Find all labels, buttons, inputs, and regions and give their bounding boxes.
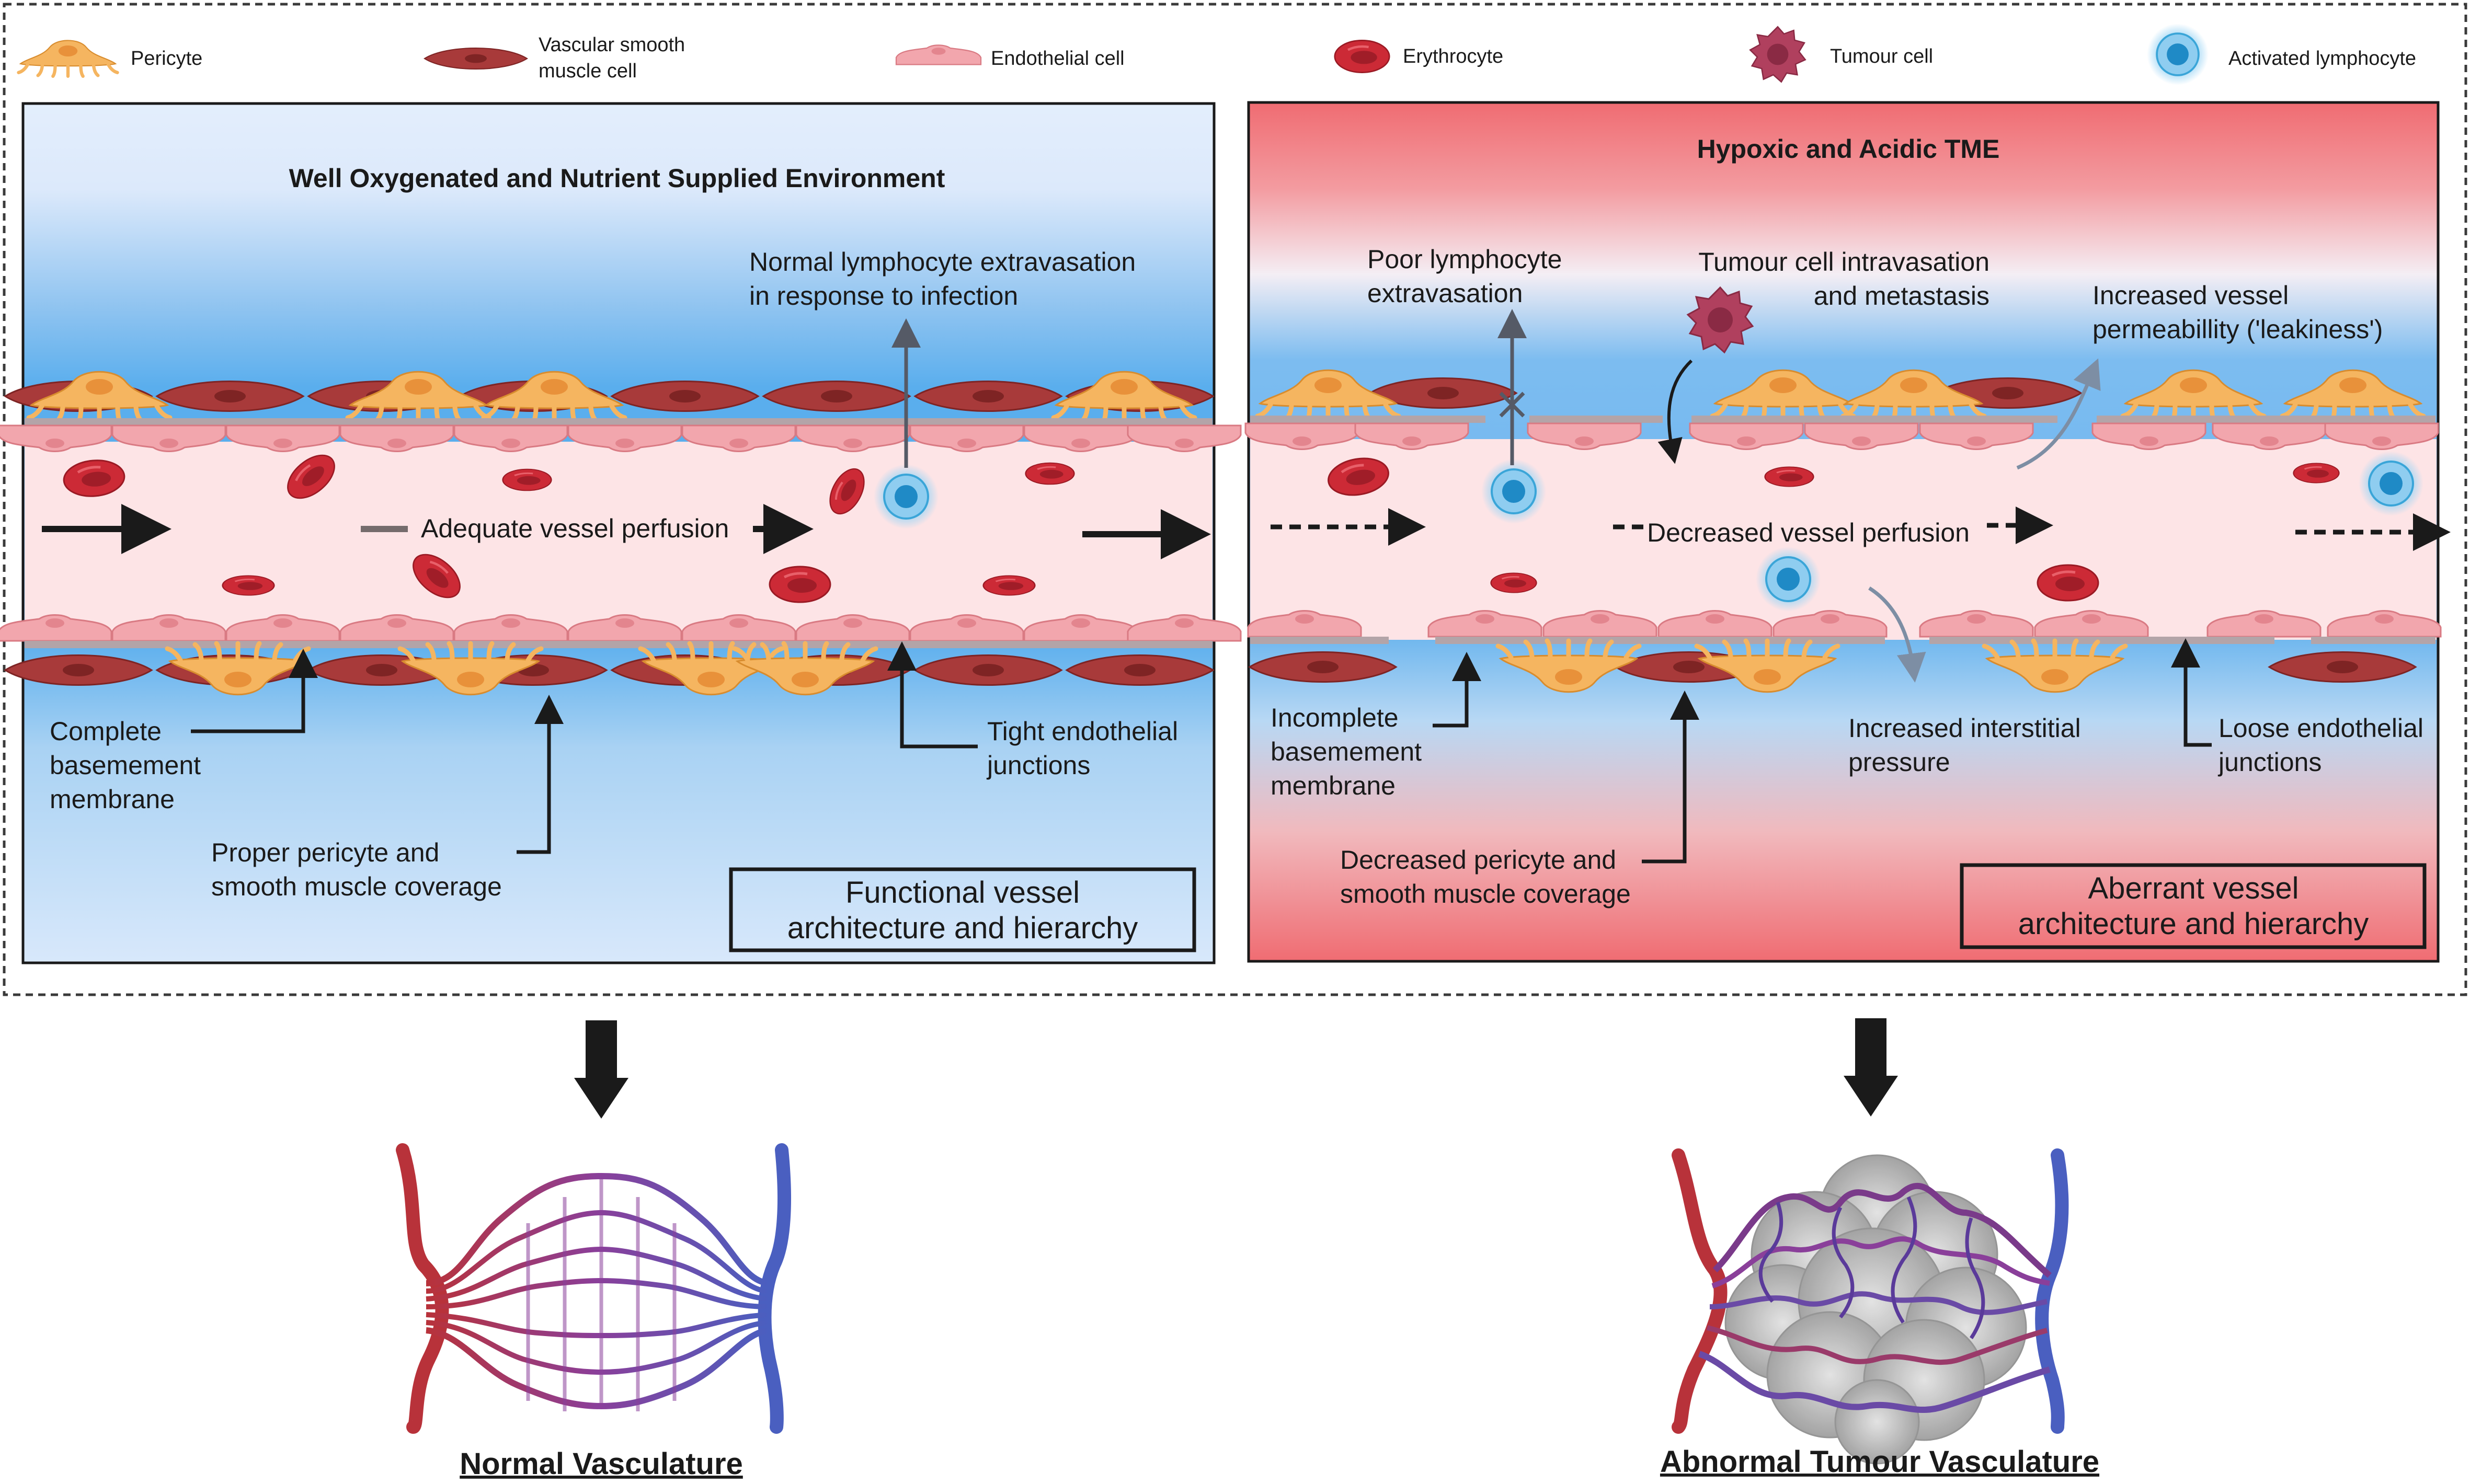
pressure-label: Increased interstitial [1848,714,2081,743]
intravasation-label: and metastasis [1814,281,1989,310]
intravasation-arrow [1657,359,1693,464]
permeability-label: permeabillity ('leakiness') [2092,315,2383,344]
coverage-label: smooth muscle coverage [1340,879,1631,908]
left-lumen [25,442,1213,645]
right-panel-title: Hypoxic and Acidic TME [1697,134,2000,164]
right-top-wall [1244,370,2439,450]
intravasation-label: Tumour cell intravasation [1698,247,1989,277]
junction-label: junctions [986,751,1090,780]
junction-pointer [887,641,978,749]
basement-membrane-pointer [191,649,318,733]
extravasation-label: Normal lymphocyte extravasation [749,247,1136,277]
cross-icon [1499,392,1525,418]
left-panel: Well Oxygenated and Nutrient Supplied En… [0,102,1242,964]
legend-smooth-muscle: Vascular smooth muscle cell [424,34,685,82]
normal-vasculature: Normal Vasculature [396,1143,791,1481]
left-summary-box [729,867,1196,952]
coverage-pointer [517,695,564,854]
pressure-arrow [1868,586,1926,683]
leakiness-arrow [2016,358,2101,470]
outer-frame [3,3,2467,996]
legend-label: Endothelial cell [991,48,1125,70]
basement-membrane-label: basemement [1271,737,1422,766]
coverage-pointer [1642,691,1699,864]
right-summary-label: architecture and hierarchy [2018,907,2369,941]
coverage-label: smooth muscle coverage [211,872,502,901]
junction-label: Tight endothelial [987,717,1178,746]
poor-extravasation-label: Poor lymphocyte [1367,245,1562,274]
basement-membrane-label: basemement [50,751,201,780]
abnormal-vasculature: Abnormal Tumour Vasculature [1660,1148,2099,1479]
erythrocyte-icon [1335,40,1389,72]
coverage-label: Proper pericyte and [211,838,439,867]
legend: Pericyte Vascular smooth muscle cell End… [19,22,2416,86]
legend-tumour-cell: Tumour cell [1749,26,1933,83]
basement-membrane-label: Complete [50,717,162,746]
basement-membrane-pointer [1433,652,1481,728]
pressure-label: pressure [1848,747,1950,777]
legend-label: Pericyte [131,48,202,70]
basement-membrane-label: membrane [1271,771,1396,800]
right-panel: Hypoxic and Acidic TME [1244,101,2451,963]
left-summary-label: architecture and hierarchy [787,911,1138,945]
right-summary-label: Aberrant vessel [2088,871,2299,905]
junction-pointer [2171,638,2212,747]
abnormal-vasculature-label: Abnormal Tumour Vasculature [1660,1445,2099,1479]
legend-label: Erythrocyte [1403,45,1503,67]
smooth-muscle-cell-icon [424,48,528,70]
normal-vasculature-label: Normal Vasculature [460,1447,743,1481]
left-summary-label: Functional vessel [845,876,1080,910]
left-panel-title: Well Oxygenated and Nutrient Supplied En… [289,164,945,193]
legend-endothelial: Endothelial cell [895,44,1125,70]
legend-label: Activated lymphocyte [2228,48,2416,70]
lymphocyte-icon [2146,22,2210,86]
left-top-wall [0,372,1242,452]
legend-label: muscle cell [539,60,637,82]
pericyte-icon [19,40,118,76]
legend-pericyte: Pericyte [19,40,202,76]
coverage-label: Decreased pericyte and [1340,845,1616,875]
perfusion-label: Adequate vessel perfusion [421,514,729,543]
basement-membrane-label: Incomplete [1271,703,1399,732]
endothelial-cell-icon [895,44,982,65]
right-lumen [1250,439,2437,640]
right-summary-box [1960,863,2427,949]
permeability-label: Increased vessel [2092,281,2289,310]
tumour-cell-icon [1749,26,1806,83]
extravasation-label: in response to infection [749,281,1018,310]
down-arrow-left [574,1020,628,1119]
legend-lymphocyte: Activated lymphocyte [2146,22,2416,86]
poor-extravasation-label: extravasation [1367,279,1523,308]
legend-label: Vascular smooth [539,34,685,56]
perfusion-label: Decreased vessel perfusion [1647,518,1970,547]
legend-erythrocyte: Erythrocyte [1335,40,1503,72]
down-arrow-right [1844,1018,1898,1117]
basement-membrane-label: membrane [50,785,175,814]
legend-label: Tumour cell [1830,45,1933,67]
junction-label: junctions [2217,747,2322,777]
junction-label: Loose endothelial [2219,714,2423,743]
